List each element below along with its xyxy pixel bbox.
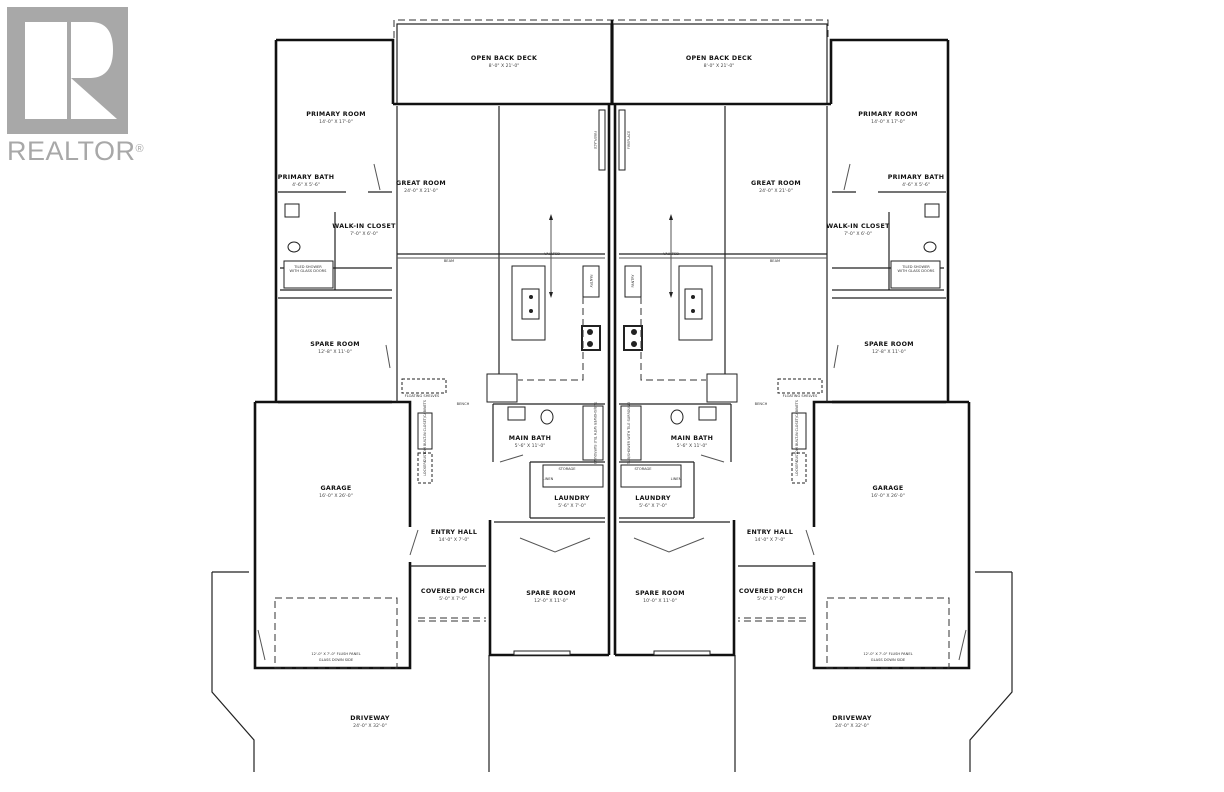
realtor-wordmark: REALTOR — [7, 136, 136, 166]
back-deck-area — [393, 19, 829, 105]
left-unit-walls — [257, 106, 606, 669]
right-entry-hall-dims: 14'-0" X 7'-0" — [755, 537, 786, 543]
left-vaulted-label: VAULTED — [544, 252, 560, 256]
left-driveway-dims: 24'-0" X 32'-0" — [353, 723, 387, 729]
right-spare-room-2-dims: 10'-0" X 11'-0" — [643, 598, 677, 604]
right-shower-note-2: WITH GLASS DOORS — [898, 269, 936, 273]
right-great-room-label: GREAT ROOM — [751, 180, 801, 187]
right-back-deck-dims: 8'-0" X 21'-0" — [704, 63, 735, 69]
right-main-bath-label: MAIN BATH — [671, 435, 713, 442]
left-fireplace-label: FIREPLACE — [593, 131, 597, 149]
right-cabinets-label: CUSTOM BUILT-IN CLOSET/CABINETS — [795, 400, 799, 462]
exterior-walls — [253, 38, 971, 670]
left-spare-room-2-label: SPARE ROOM — [526, 590, 576, 597]
left-lockers-label: LOCKERS — [423, 460, 427, 476]
left-primary-bath-label: PRIMARY BATH — [278, 174, 335, 181]
realtor-r-icon — [7, 7, 128, 134]
right-lockers-label: LOCKERS — [795, 460, 799, 476]
right-back-deck-label: OPEN BACK DECK — [686, 55, 753, 62]
left-laundry-label: LAUNDRY — [554, 495, 590, 502]
left-primary-bath-dims: 4'-6" X 5'-6" — [292, 182, 320, 188]
right-pantry-label: PANTRY — [631, 274, 635, 288]
left-covered-porch-label: COVERED PORCH — [421, 588, 485, 595]
right-laundry-label: LAUNDRY — [635, 495, 671, 502]
right-garage-dims: 16'-0" X 26'-0" — [871, 493, 905, 499]
left-unit-labels: OPEN BACK DECK 8'-0" X 21'-0" PRIMARY RO… — [278, 55, 597, 729]
realtor-logo: REALTOR® — [7, 7, 144, 166]
left-main-bath-dims: 5'-6" X 11'-0" — [515, 443, 546, 449]
left-great-room-dims: 24'-0" X 21'-0" — [404, 188, 438, 194]
left-walk-in-closet-dims: 7'-0" X 6'-0" — [350, 231, 378, 237]
right-covered-porch-dims: 5'-0" X 7'-0" — [757, 596, 785, 602]
right-vaulted-label: VAULTED — [663, 252, 679, 256]
left-storage-label: STORAGE — [558, 467, 576, 471]
right-garage-label: GARAGE — [872, 485, 903, 492]
right-beam-label: BEAM — [770, 259, 780, 263]
left-shower-note-2: WITH GLASS DOORS — [290, 269, 328, 273]
left-back-deck-label: OPEN BACK DECK — [471, 55, 538, 62]
left-tub-note: TUB/SHOWER WITH TILE SURROUND — [593, 401, 597, 465]
left-garage-door-note-2: GLASS DOWN SIDE — [319, 658, 354, 662]
left-entry-hall-dims: 14'-0" X 7'-0" — [439, 537, 470, 543]
left-driveway-label: DRIVEWAY — [350, 715, 390, 722]
right-primary-room-dims: 14'-0" X 17'-0" — [871, 119, 905, 125]
right-linen-label: LINEN — [671, 477, 682, 481]
right-shower-note-1: TILED SHOWER — [901, 265, 930, 269]
left-cabinets-label: CUSTOM BUILT-IN CLOSET/CABINETS — [423, 400, 427, 462]
right-unit-walls — [618, 106, 967, 669]
left-garage-door-note-1: 12'-0" X 7'-0" FLUSH PANEL — [311, 652, 360, 656]
left-walk-in-closet-label: WALK-IN CLOSET — [332, 223, 396, 230]
right-spare-room-2-label: SPARE ROOM — [635, 590, 685, 597]
left-spare-room-2-dims: 12'-0" X 11'-0" — [534, 598, 568, 604]
right-walk-in-closet-dims: 7'-0" X 6'-0" — [844, 231, 872, 237]
right-driveway-label: DRIVEWAY — [832, 715, 872, 722]
right-unit-labels: OPEN BACK DECK 8'-0" X 21'-0" PRIMARY RO… — [627, 55, 944, 729]
right-spare-room-1-dims: 12'-8" X 11'-0" — [872, 349, 906, 355]
right-bench-label: BENCH — [755, 402, 768, 406]
registered-mark: ® — [135, 143, 145, 155]
right-primary-bath-dims: 4'-6" X 5'-6" — [902, 182, 930, 188]
right-tub-note: TUB/SHOWER WITH TILE SURROUND — [627, 402, 631, 466]
right-great-room-dims: 24'-0" X 21'-0" — [759, 188, 793, 194]
left-spare-room-1-label: SPARE ROOM — [310, 341, 360, 348]
right-laundry-dims: 5'-6" X 7'-0" — [639, 503, 667, 509]
right-garage-door-note-2: GLASS DOWN SIDE — [871, 658, 906, 662]
right-main-bath-dims: 5'-6" X 11'-0" — [677, 443, 708, 449]
right-entry-hall-label: ENTRY HALL — [747, 529, 793, 536]
right-driveway-dims: 24'-0" X 32'-0" — [835, 723, 869, 729]
left-laundry-dims: 5'-6" X 7'-0" — [558, 503, 586, 509]
left-great-room-label: GREAT ROOM — [396, 180, 446, 187]
left-primary-room-dims: 14'-0" X 17'-0" — [319, 119, 353, 125]
left-back-deck-dims: 8'-0" X 21'-0" — [489, 63, 520, 69]
right-spare-room-1-label: SPARE ROOM — [864, 341, 914, 348]
left-spare-room-1-dims: 12'-8" X 11'-0" — [318, 349, 352, 355]
left-bench-label: BENCH — [457, 402, 470, 406]
left-primary-room-label: PRIMARY ROOM — [306, 111, 366, 118]
left-pantry-label: PANTRY — [589, 275, 593, 289]
right-floating-shelves-label: FLOATING SHELVES — [783, 394, 818, 398]
left-entry-hall-label: ENTRY HALL — [431, 529, 477, 536]
left-garage-dims: 16'-0" X 26'-0" — [319, 493, 353, 499]
right-primary-bath-label: PRIMARY BATH — [888, 174, 945, 181]
left-covered-porch-dims: 5'-0" X 7'-0" — [439, 596, 467, 602]
right-fireplace-label: FIREPLACE — [627, 131, 631, 149]
left-shower-note-1: TILED SHOWER — [293, 265, 322, 269]
left-main-bath-label: MAIN BATH — [509, 435, 551, 442]
driveway-outlines — [211, 571, 1013, 772]
right-garage-door-note-1: 12'-0" X 7'-0" FLUSH PANEL — [863, 652, 912, 656]
right-primary-room-label: PRIMARY ROOM — [858, 111, 918, 118]
right-walk-in-closet-label: WALK-IN CLOSET — [826, 223, 890, 230]
left-floating-shelves-label: FLOATING SHELVES — [405, 394, 440, 398]
left-beam-label: BEAM — [444, 259, 454, 263]
right-storage-label: STORAGE — [634, 467, 652, 471]
left-linen-label: LINEN — [543, 477, 554, 481]
right-covered-porch-label: COVERED PORCH — [739, 588, 803, 595]
left-garage-label: GARAGE — [320, 485, 351, 492]
